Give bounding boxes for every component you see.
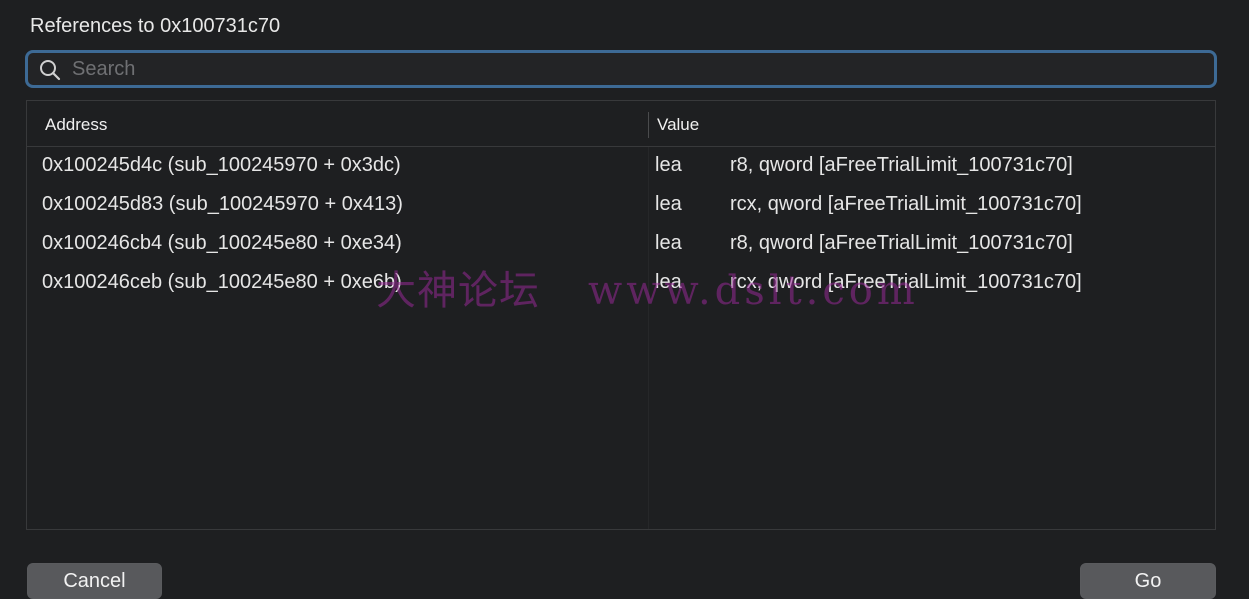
table-row[interactable]: 0x100246cb4 (sub_100245e80 + 0xe34) lea … [27,225,1215,264]
row-opcode: lea [655,232,682,254]
table-row[interactable]: 0x100245d4c (sub_100245970 + 0x3dc) lea … [27,147,1215,186]
row-operands: rcx, qword [aFreeTrialLimit_100731c70] [730,271,1082,293]
table-header: Address Value [27,101,1215,147]
references-table: Address Value 0x100245d4c (sub_100245970… [26,100,1216,530]
table-body: 0x100245d4c (sub_100245970 + 0x3dc) lea … [27,147,1215,303]
row-address: 0x100245d83 (sub_100245970 + 0x413) [42,193,403,215]
row-opcode: lea [655,271,682,293]
cancel-button[interactable]: Cancel [27,563,162,599]
column-header-address[interactable]: Address [45,115,108,134]
row-address: 0x100246ceb (sub_100245e80 + 0xe6b) [42,271,402,293]
column-divider[interactable] [648,112,649,138]
column-header-value[interactable]: Value [657,115,700,134]
column-divider-body [648,147,649,529]
row-operands: r8, qword [aFreeTrialLimit_100731c70] [730,232,1073,254]
search-field[interactable] [25,50,1217,88]
row-operands: rcx, qword [aFreeTrialLimit_100731c70] [730,193,1082,215]
search-icon [39,59,61,81]
search-input[interactable] [72,53,1202,85]
dialog-title: References to 0x100731c70 [30,15,281,37]
table-row[interactable]: 0x100245d83 (sub_100245970 + 0x413) lea … [27,186,1215,225]
table-row[interactable]: 0x100246ceb (sub_100245e80 + 0xe6b) lea … [27,264,1215,303]
row-opcode: lea [655,193,682,215]
row-address: 0x100245d4c (sub_100245970 + 0x3dc) [42,154,401,176]
go-button[interactable]: Go [1080,563,1216,599]
row-opcode: lea [655,154,682,176]
row-operands: r8, qword [aFreeTrialLimit_100731c70] [730,154,1073,176]
row-address: 0x100246cb4 (sub_100245e80 + 0xe34) [42,232,402,254]
